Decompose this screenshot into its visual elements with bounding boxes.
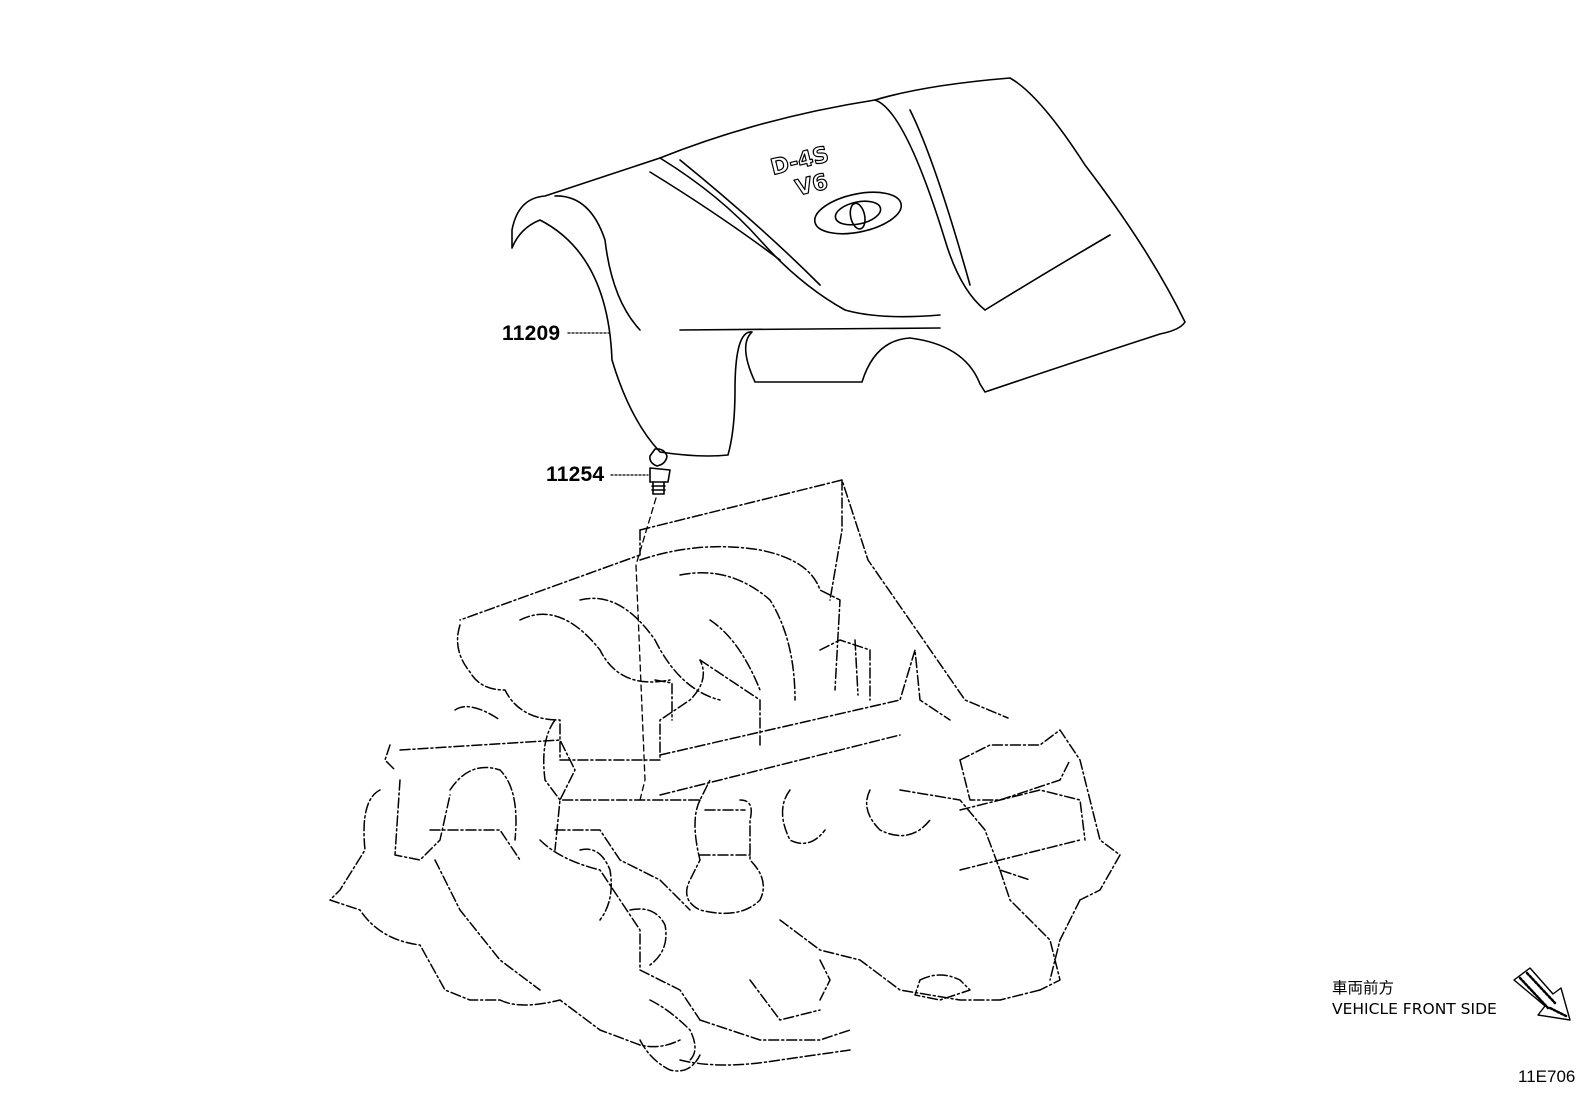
front-arrow-icon [1513, 967, 1571, 1021]
toyota-logo-icon [813, 191, 903, 235]
engine-assembly-outline [329, 479, 1121, 1072]
part-number-11209: 11209 [502, 322, 561, 345]
orientation-label-jp: 車両前方 [1332, 979, 1395, 997]
diagram-code: 11E706 [1518, 1067, 1576, 1086]
orientation-label-en: VEHICLE FRONT SIDE [1332, 1000, 1497, 1018]
bolt-icon [649, 448, 671, 495]
engine-cover-icon: D-4S V6 [511, 77, 1186, 457]
part-number-11254: 11254 [546, 463, 605, 486]
